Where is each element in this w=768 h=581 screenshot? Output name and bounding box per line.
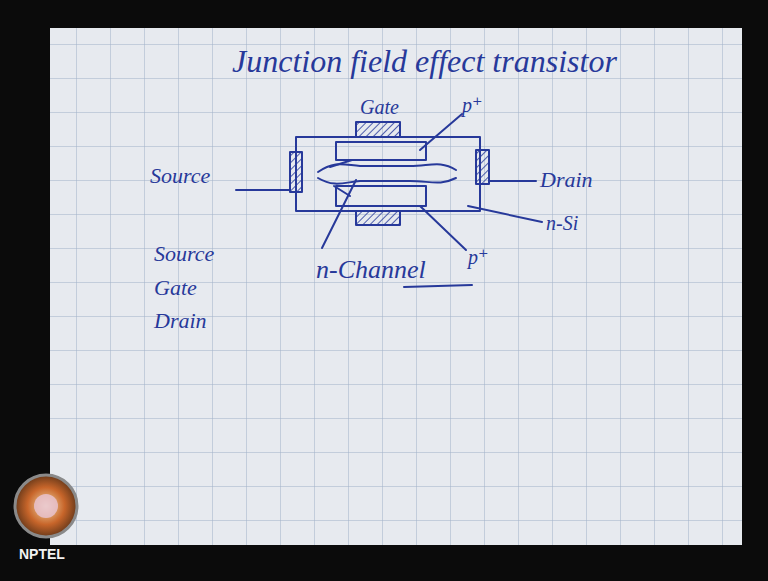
leader-line: [420, 114, 462, 150]
nptel-logo: [34, 494, 58, 518]
gate-contact: [356, 211, 400, 225]
gate-contact: [356, 122, 400, 137]
logo-text: NPTEL: [19, 547, 65, 562]
grid: [50, 28, 742, 545]
region-label: p⁺: [468, 246, 489, 268]
terminal-label: Drain: [540, 168, 593, 192]
list-item: Drain: [154, 309, 207, 333]
bottom-band: [0, 545, 768, 581]
list-item: Source: [154, 242, 214, 266]
depletion-edge: [330, 160, 352, 167]
depletion-edge: [318, 178, 456, 184]
leader-line: [420, 206, 466, 250]
nptel-logo: [15, 475, 77, 537]
terminal-label: Source: [150, 164, 210, 188]
semiconductor-bar: [296, 137, 480, 211]
drain-wire: [489, 180, 536, 182]
depletion-edge: [318, 164, 456, 172]
underline: [404, 285, 472, 287]
list-item: Gate: [154, 276, 197, 300]
terminal-label: Gate: [360, 96, 399, 118]
drain-contact: [476, 150, 489, 184]
p-region: [336, 142, 426, 160]
leader-line: [322, 180, 356, 248]
leader-line: [468, 206, 542, 222]
title: Junction field effect transistor: [232, 44, 617, 79]
depletion-edge: [334, 186, 350, 196]
region-label: p⁺: [462, 94, 483, 116]
source-contact: [290, 152, 302, 192]
paper: [50, 28, 742, 545]
region-label: n-Si: [546, 212, 578, 234]
region-label: n-Channel: [316, 256, 426, 285]
source-wire: [236, 189, 290, 191]
